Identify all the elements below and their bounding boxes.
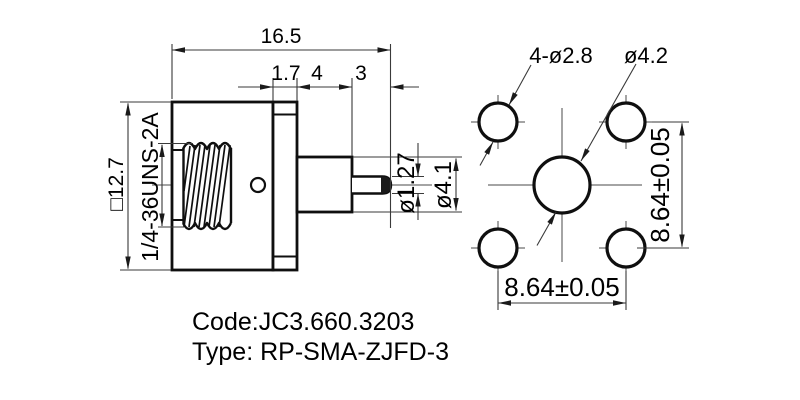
- mounting-holes-label: 4-ø2.8: [529, 43, 593, 68]
- overall-length-label: 16.5: [261, 25, 302, 48]
- part-type-text: Type: RP-SMA-ZJFD-3: [192, 338, 449, 366]
- mounting-hole-bottom-left: [477, 227, 519, 269]
- thread-spec-label: 1/4-36UNS-2A: [137, 112, 163, 262]
- center-hole: [532, 155, 592, 215]
- part-code-text: Code:JC3.660.3203: [192, 308, 414, 336]
- leader-center-hole: [536, 63, 637, 246]
- dim-hole-spacing-vertical: [637, 121, 689, 249]
- thread-crests-top: [181, 141, 233, 151]
- hole-spacing-vertical-label: 8.64±0.05: [645, 127, 675, 242]
- flange-square-label: □12.7: [105, 157, 128, 211]
- pin-diameter-label: ø1.27: [393, 152, 420, 213]
- front-view: 4-ø2.8 ø4.2 8.64±0.05 8.64±0.05: [471, 43, 689, 310]
- dim-flange-square: [120, 101, 171, 271]
- thread-section: [181, 141, 233, 231]
- dim-thread: [158, 142, 193, 228]
- shaft-length-label: 4: [311, 62, 323, 85]
- leader-mounting-holes: [479, 64, 532, 166]
- mounting-hole-top-right: [605, 101, 647, 143]
- side-view: 16.5 1.7 4 3 □12.7 1/4-36UNS-2A ø1.27 ø4…: [105, 25, 462, 272]
- pin-tip-cap: [381, 176, 391, 194]
- thread-crests-bottom: [181, 221, 233, 231]
- dim-chain-1-7-4-3: [238, 78, 419, 156]
- hole-spacing-horizontal-label: 8.64±0.05: [504, 272, 619, 302]
- part-identification: Code:JC3.660.3203 Type: RP-SMA-ZJFD-3: [192, 308, 449, 366]
- shaft-diameter-label: ø4.1: [430, 161, 457, 209]
- dim-hole-spacing-horizontal: [497, 271, 627, 310]
- flange-outline: [271, 100, 299, 272]
- mounting-hole-top-left: [477, 101, 519, 143]
- center-hole-label: ø4.2: [624, 43, 668, 68]
- dim-pin-diameter: [392, 143, 424, 220]
- nut-vent-hole: [249, 176, 267, 194]
- shaft-outline: [295, 155, 354, 214]
- flange-chamfer-lines: [273, 113, 297, 258]
- thread-hatching: [183, 144, 231, 228]
- nut-rim-lines: [172, 149, 184, 221]
- dim-shaft-diameter: [353, 156, 462, 213]
- dim-overall-length: [171, 44, 392, 228]
- pin-length-label: 3: [355, 62, 367, 85]
- flange-thickness-label: 1.7: [271, 62, 300, 85]
